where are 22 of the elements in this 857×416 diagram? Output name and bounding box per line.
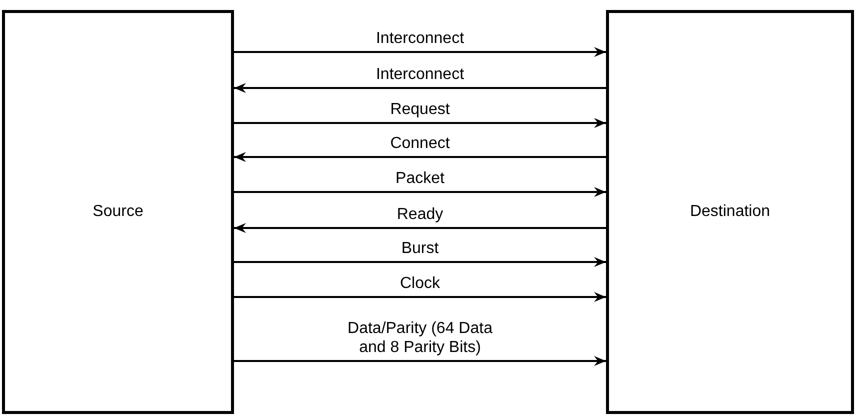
arrow: [234, 292, 606, 302]
arrow: [234, 47, 606, 57]
arrow: [234, 83, 606, 93]
block-label: Source: [92, 203, 144, 221]
edge-label: Connect: [390, 134, 450, 153]
edge-label: Interconnect: [376, 29, 464, 48]
edge-label: Ready: [396, 205, 444, 224]
edge-label: Burst: [401, 239, 439, 258]
block-box: [2, 10, 234, 414]
arrow: [234, 118, 606, 128]
arrow: [234, 223, 606, 233]
block-label: Destination: [690, 203, 770, 221]
arrow: [234, 257, 606, 267]
edge-label: Request: [390, 100, 450, 119]
edge-label: Packet: [396, 169, 444, 188]
arrow: [234, 356, 606, 366]
arrow: [234, 152, 606, 162]
arrow: [234, 187, 606, 197]
edge-label: Interconnect: [376, 65, 464, 84]
block-box: [606, 10, 854, 414]
edge-label: Clock: [400, 274, 440, 293]
edge-label: Data/Parity (64 Data and 8 Parity Bits): [346, 319, 494, 357]
